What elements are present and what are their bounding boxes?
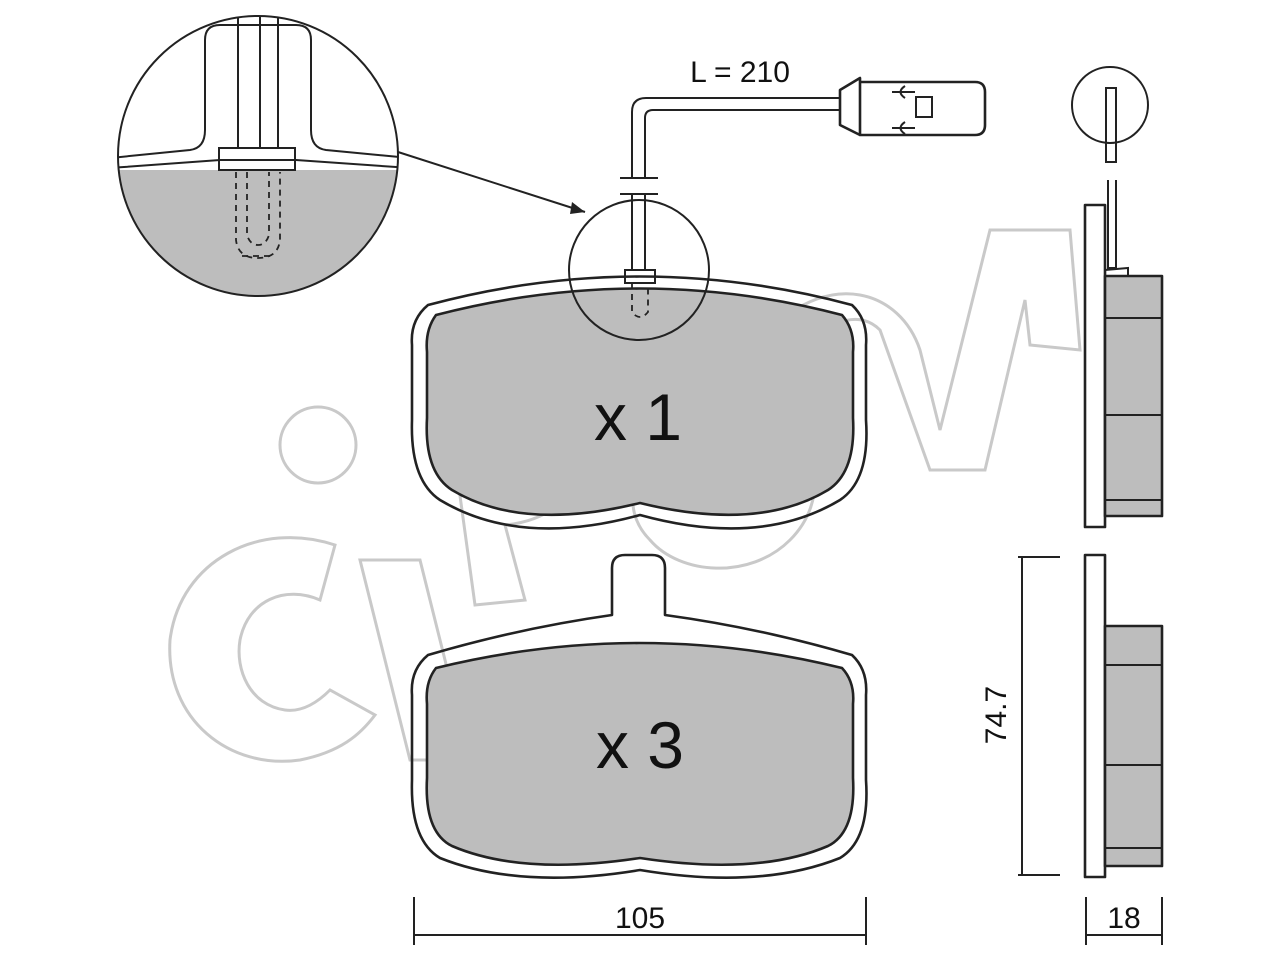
top-pad-quantity: x 1 [594, 380, 682, 454]
sensor-ring-end-view [1071, 66, 1149, 144]
detail-circle-marker [568, 199, 710, 341]
thickness-dimension-label: 18 [1107, 902, 1140, 935]
bottom-pad-side-friction [1103, 624, 1164, 868]
sensor-connector [838, 76, 987, 137]
width-dimension-label: 105 [615, 902, 665, 935]
detail-leader-line [397, 151, 586, 213]
sensor-pin-hidden [631, 283, 649, 318]
top-pad-side-view [1071, 66, 1164, 529]
sensor-detail-view [117, 15, 586, 297]
top-pad-side-friction [1103, 274, 1164, 518]
bottom-pad-quantity: x 3 [596, 708, 684, 782]
top-pad-friction-material [425, 287, 855, 517]
dimension-lines [413, 556, 1163, 945]
sensor-clip [624, 269, 656, 284]
bottom-pad-backplate [410, 553, 868, 879]
leader-arrowhead [570, 202, 585, 214]
top-pad-backplate [410, 275, 868, 530]
bottom-pad-drawing [410, 553, 868, 879]
top-pad-drawing [410, 199, 868, 530]
wear-sensor-wire [620, 76, 987, 270]
wire-length-label: L = 210 [690, 56, 790, 89]
height-dimension-label: 74.7 [980, 686, 1013, 744]
bottom-pad-side-view [1083, 553, 1164, 879]
bottom-pad-friction-material [425, 641, 855, 867]
